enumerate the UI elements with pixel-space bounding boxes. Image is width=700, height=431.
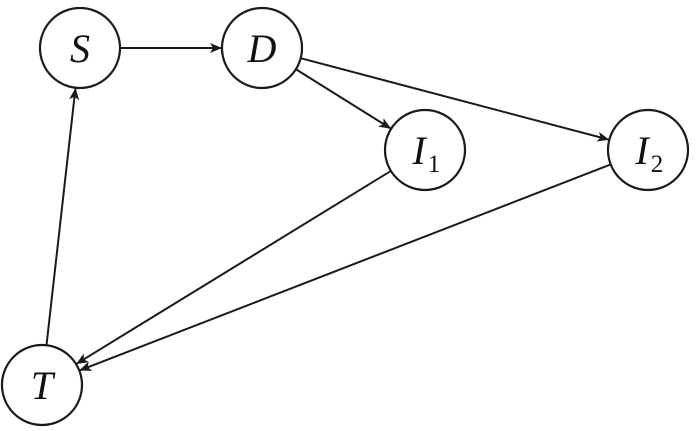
node-s: S	[38, 6, 122, 90]
node-circle-i2	[606, 108, 690, 192]
node-t: T	[0, 343, 84, 427]
node-circle-d	[220, 6, 304, 90]
node-d: D	[220, 6, 304, 90]
node-circle-s	[38, 6, 122, 90]
edge-i1-to-t	[76, 170, 392, 365]
node-subscript-i2: 2	[651, 151, 664, 178]
edge-t-to-s	[45, 87, 80, 346]
node-label-i1: I	[411, 128, 427, 173]
node-circle-i1	[383, 108, 467, 192]
node-subscript-i1: 1	[428, 151, 441, 178]
node-label-s: S	[70, 26, 90, 71]
edge-d-to-i2	[300, 57, 610, 142]
edge-i2-to-t	[79, 163, 612, 372]
node-label-d: D	[247, 26, 277, 71]
edge-d-to-i1	[295, 68, 392, 130]
node-circle-t	[0, 343, 84, 427]
node-label-t: T	[31, 363, 56, 408]
edges	[45, 43, 612, 372]
node-label-i2: I	[634, 128, 650, 173]
